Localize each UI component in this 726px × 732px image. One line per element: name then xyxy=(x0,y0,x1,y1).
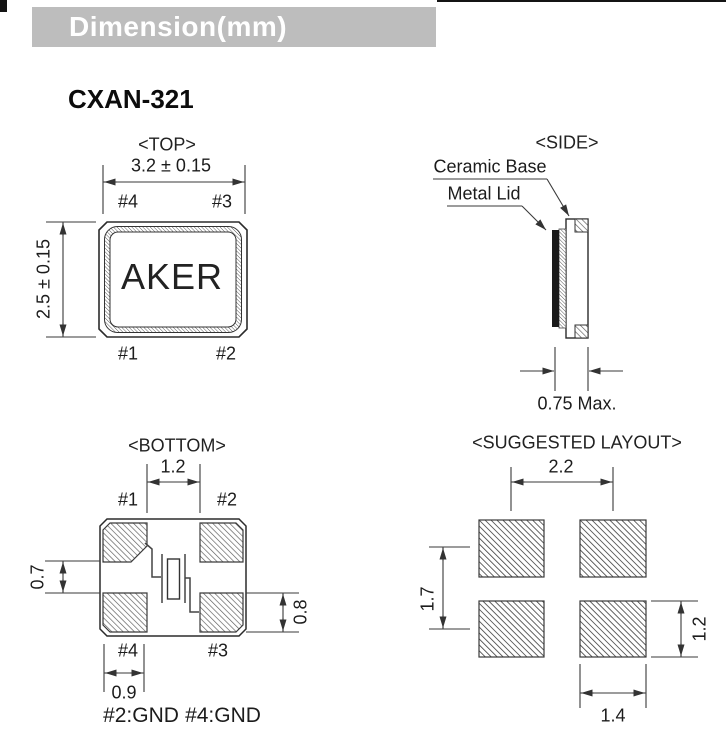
layout-view-drawing xyxy=(429,467,698,708)
side-electrode-bottom xyxy=(574,324,589,339)
top-pin3-label: #3 xyxy=(211,191,233,212)
layout-pad-bottom-left xyxy=(478,600,545,658)
bottom-pad-4 xyxy=(102,592,148,633)
side-view-title: <SIDE> xyxy=(535,132,599,153)
layout-view-title: <SUGGESTED LAYOUT> xyxy=(472,432,682,453)
bottom-view-title: <BOTTOM> xyxy=(128,435,226,456)
part-number: CXAN-321 xyxy=(68,84,194,114)
top-view-title: <TOP> xyxy=(138,134,196,155)
layout-pad-height-dimension: 1.2 xyxy=(689,616,710,642)
layout-pitch-y-dimension: 1.7 xyxy=(417,586,438,612)
bottom-view-drawing xyxy=(45,464,299,692)
top-view-drawing xyxy=(46,165,248,338)
page-edge-artifact xyxy=(0,0,7,12)
side-thickness-dimension: 0.75 Max. xyxy=(537,393,617,414)
gnd-note-pin4: #4:GND xyxy=(185,704,261,727)
side-metal-lid xyxy=(552,230,559,327)
top-pin1-label: #1 xyxy=(117,343,139,364)
side-ceramic-base xyxy=(565,218,589,339)
bottom-pad-gap-dimension: 1.2 xyxy=(160,456,186,477)
section-banner: Dimension(mm) xyxy=(32,7,436,47)
crystal-symbol xyxy=(144,542,199,613)
top-width-dimension: 3.2 ± 0.15 xyxy=(131,155,211,176)
bottom-pin4-label: #4 xyxy=(117,640,139,661)
layout-pitch-x-dimension: 2.2 xyxy=(548,456,574,477)
top-height-dimension: 2.5 ± 0.15 xyxy=(33,239,54,319)
bottom-pad-width-dimension: 0.9 xyxy=(111,682,137,703)
ceramic-base-leader xyxy=(546,178,570,217)
bottom-pin2-label: #2 xyxy=(216,489,238,510)
side-seal-seam xyxy=(558,228,567,329)
side-electrode-top xyxy=(574,218,589,233)
top-lid-inner xyxy=(109,231,237,328)
gnd-note-pin2: #2:GND xyxy=(103,704,179,727)
ceramic-base-label: Ceramic Base xyxy=(433,157,547,180)
bottom-gap-y-dimension: 0.7 xyxy=(27,564,48,590)
metal-lid-leader xyxy=(521,205,547,231)
bottom-pin1-label: #1 xyxy=(117,489,139,510)
bottom-pad-3 xyxy=(199,592,244,633)
bottom-pad-height-dimension: 0.8 xyxy=(290,599,311,625)
top-pin4-label: #4 xyxy=(117,191,139,212)
layout-pad-width-dimension: 1.4 xyxy=(600,705,626,726)
top-pin2-label: #2 xyxy=(215,343,237,364)
bottom-pad-2 xyxy=(199,522,244,563)
bottom-pin3-label: #3 xyxy=(207,640,229,661)
bottom-pad-1 xyxy=(102,522,148,563)
package-marking: AKER xyxy=(120,256,224,297)
metal-lid-label: Metal Lid xyxy=(447,184,521,207)
page-top-border xyxy=(437,0,726,2)
layout-pad-top-left xyxy=(478,519,545,578)
layout-pad-top-right xyxy=(579,519,647,578)
layout-pad-bottom-right xyxy=(579,600,647,658)
section-banner-title: Dimension(mm) xyxy=(69,11,288,42)
side-view-drawing xyxy=(433,178,623,391)
